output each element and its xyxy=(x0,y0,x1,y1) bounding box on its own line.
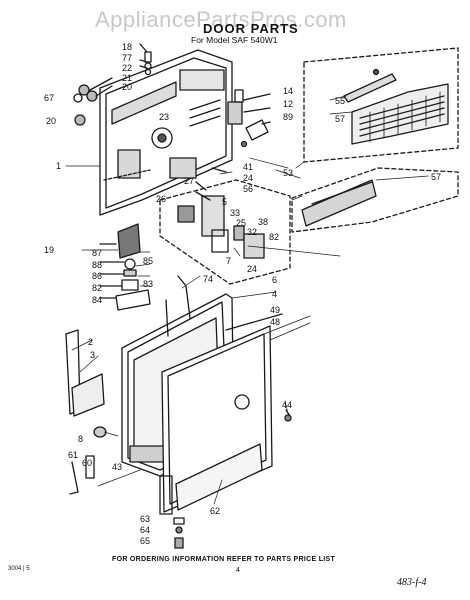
callout-2: 2 xyxy=(88,337,93,347)
callout-57a: 57 xyxy=(335,114,345,124)
dispenser-cup-assembly xyxy=(99,223,151,311)
callout-20b: 20 xyxy=(46,116,56,126)
callout-26: 26 xyxy=(156,194,166,204)
callout-55: 55 xyxy=(335,96,345,106)
callout-56: 56 xyxy=(243,184,253,194)
callout-83: 83 xyxy=(143,279,153,289)
page-number: 4 xyxy=(236,567,240,574)
callout-38: 38 xyxy=(258,217,268,227)
callout-44: 44 xyxy=(282,400,292,410)
callout-4: 4 xyxy=(272,289,277,299)
callout-65: 65 xyxy=(140,536,150,546)
callout-22: 22 xyxy=(122,63,132,73)
callout-14: 14 xyxy=(283,86,293,96)
callout-20a: 20 xyxy=(122,82,132,92)
callout-18: 18 xyxy=(122,42,132,52)
callout-leader-lines xyxy=(65,95,429,505)
callout-21: 21 xyxy=(122,73,132,83)
callout-19: 19 xyxy=(44,245,54,255)
callout-77: 77 xyxy=(122,53,132,63)
callout-1: 1 xyxy=(56,161,61,171)
callout-5: 5 xyxy=(222,197,227,207)
callout-7: 7 xyxy=(226,256,231,266)
callout-84: 84 xyxy=(92,295,102,305)
callout-85: 85 xyxy=(143,256,153,266)
callout-8: 8 xyxy=(78,434,83,444)
callout-64: 64 xyxy=(140,525,150,535)
callout-86: 86 xyxy=(92,271,102,281)
callout-41: 41 xyxy=(243,162,253,172)
callout-57b: 57 xyxy=(431,172,441,182)
callout-12: 12 xyxy=(283,99,293,109)
callout-3: 3 xyxy=(90,350,95,360)
callout-33: 33 xyxy=(230,208,240,218)
callout-67: 67 xyxy=(44,93,54,103)
callout-89: 89 xyxy=(283,112,293,122)
bottom-kick-panel xyxy=(159,443,263,515)
diagram-title: DOOR PARTS xyxy=(203,21,299,36)
model-subtitle: For Model SAF 540W1 xyxy=(191,35,278,45)
document-code: 3004 | 5 xyxy=(8,566,30,572)
vent-strip-assembly xyxy=(291,167,459,233)
dispenser-parts-region xyxy=(159,179,291,285)
ordering-info-footer: FOR ORDERING INFORMATION REFER TO PARTS … xyxy=(112,556,336,563)
latch-assembly xyxy=(211,89,271,173)
callout-63: 63 xyxy=(140,514,150,524)
callout-87: 87 xyxy=(92,248,102,258)
callout-23: 23 xyxy=(159,112,169,122)
callout-numbers: 18 77 22 21 20 67 20 1 23 14 12 89 41 24… xyxy=(44,42,441,546)
watermark: AppliancePartsPros.com xyxy=(95,7,347,32)
callout-43: 43 xyxy=(112,462,122,472)
callout-32: 32 xyxy=(247,227,257,237)
side-trim-strips xyxy=(65,329,105,417)
callout-24b: 24 xyxy=(247,264,257,274)
handwritten-note: 483-f-4 xyxy=(397,577,427,588)
callout-60: 60 xyxy=(82,458,92,468)
callout-48: 48 xyxy=(270,317,280,327)
callout-82b: 82 xyxy=(92,283,102,293)
small-fasteners xyxy=(69,409,292,549)
callout-27: 27 xyxy=(184,176,194,186)
callout-24a: 24 xyxy=(243,173,253,183)
callout-62: 62 xyxy=(210,506,220,516)
vent-assembly-box xyxy=(303,47,459,163)
callout-61: 61 xyxy=(68,450,78,460)
hinge-hardware-top xyxy=(73,43,152,126)
callout-53: 53 xyxy=(283,168,293,178)
callout-49: 49 xyxy=(270,305,280,315)
callout-82a: 82 xyxy=(269,232,279,242)
callout-6: 6 xyxy=(272,275,277,285)
callout-25: 25 xyxy=(236,218,246,228)
inner-door-panel xyxy=(99,49,233,216)
callout-74: 74 xyxy=(203,274,213,284)
callout-88: 88 xyxy=(92,260,102,270)
